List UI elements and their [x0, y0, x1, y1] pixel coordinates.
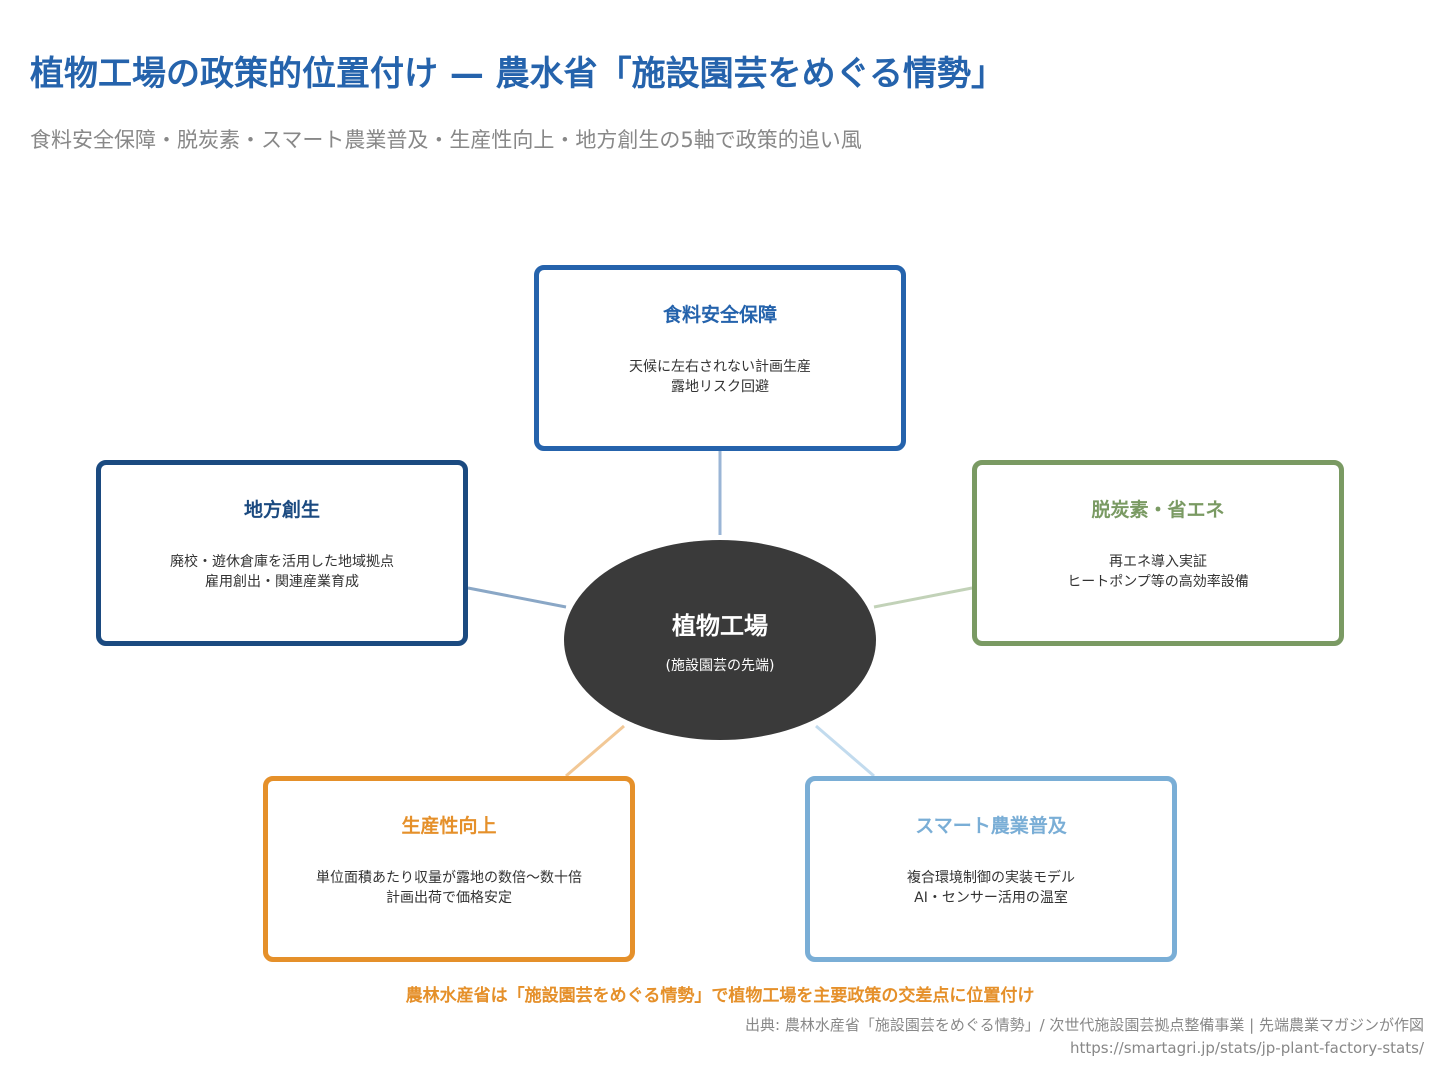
node-title: スマート農業普及 — [915, 815, 1067, 837]
node-description: 再エネ導入実証 ヒートポンプ等の高効率設備 — [977, 552, 1339, 592]
node-line: 天候に左右されない計画生産 — [629, 359, 811, 375]
node-line: 複合環境制御の実装モデル — [907, 870, 1075, 886]
node-title: 生産性向上 — [401, 815, 497, 837]
node-title: 脱炭素・省エネ — [1091, 499, 1225, 521]
center-subtitle: (施設園芸の先端) — [665, 658, 775, 674]
node-line: 雇用創出・関連産業育成 — [205, 574, 359, 590]
node-line: 再エネ導入実証 — [1109, 554, 1207, 570]
node-line: 単位面積あたり収量が露地の数倍〜数十倍 — [316, 870, 582, 886]
node-description: 複合環境制御の実装モデル AI・センサー活用の温室 — [810, 868, 1172, 908]
node-description: 天候に左右されない計画生産 露地リスク回避 — [539, 357, 901, 397]
page-title: 植物工場の政策的位置付け — 農水省「施設園芸をめぐる情勢」 — [30, 54, 1005, 94]
center-hub: 植物工場 (施設園芸の先端) — [564, 540, 876, 740]
node-smart-agriculture: スマート農業普及 複合環境制御の実装モデル AI・センサー活用の温室 — [805, 776, 1177, 962]
connector-decarbon — [873, 586, 973, 609]
node-food-security: 食料安全保障 天候に左右されない計画生産 露地リスク回避 — [534, 265, 906, 451]
node-decarbonization: 脱炭素・省エネ 再エネ導入実証 ヒートポンプ等の高効率設備 — [972, 460, 1344, 646]
node-title: 地方創生 — [243, 499, 320, 521]
conclusion-text: 農林水産省は「施設園芸をめぐる情勢」で植物工場を主要政策の交差点に位置付け — [405, 986, 1035, 1006]
page-subtitle: 食料安全保障・脱炭素・スマート農業普及・生産性向上・地方創生の5軸で政策的追い風 — [30, 128, 862, 152]
node-line: AI・センサー活用の温室 — [914, 890, 1068, 906]
node-description: 廃校・遊休倉庫を活用した地域拠点 雇用創出・関連産業育成 — [101, 552, 463, 592]
connector-productivity — [565, 724, 625, 778]
node-description: 単位面積あたり収量が露地の数倍〜数十倍 計画出荷で価格安定 — [268, 868, 630, 908]
node-title: 食料安全保障 — [662, 304, 777, 326]
node-productivity: 生産性向上 単位面積あたり収量が露地の数倍〜数十倍 計画出荷で価格安定 — [263, 776, 635, 962]
node-line: 廃校・遊休倉庫を活用した地域拠点 — [170, 554, 394, 570]
source-url: https://smartagri.jp/stats/jp-plant-fact… — [1069, 1039, 1424, 1057]
node-regional-revitalization: 地方創生 廃校・遊休倉庫を活用した地域拠点 雇用創出・関連産業育成 — [96, 460, 468, 646]
source-citation: 出典: 農林水産省「施設園芸をめぐる情勢」/ 次世代施設園芸拠点整備事業 | 先… — [745, 1016, 1424, 1034]
node-line: 露地リスク回避 — [671, 379, 769, 395]
center-title: 植物工場 — [672, 612, 768, 640]
connector-local — [467, 586, 567, 609]
node-line: 計画出荷で価格安定 — [386, 890, 512, 906]
node-line: ヒートポンプ等の高効率設備 — [1067, 574, 1249, 590]
connector-smart — [815, 724, 875, 778]
